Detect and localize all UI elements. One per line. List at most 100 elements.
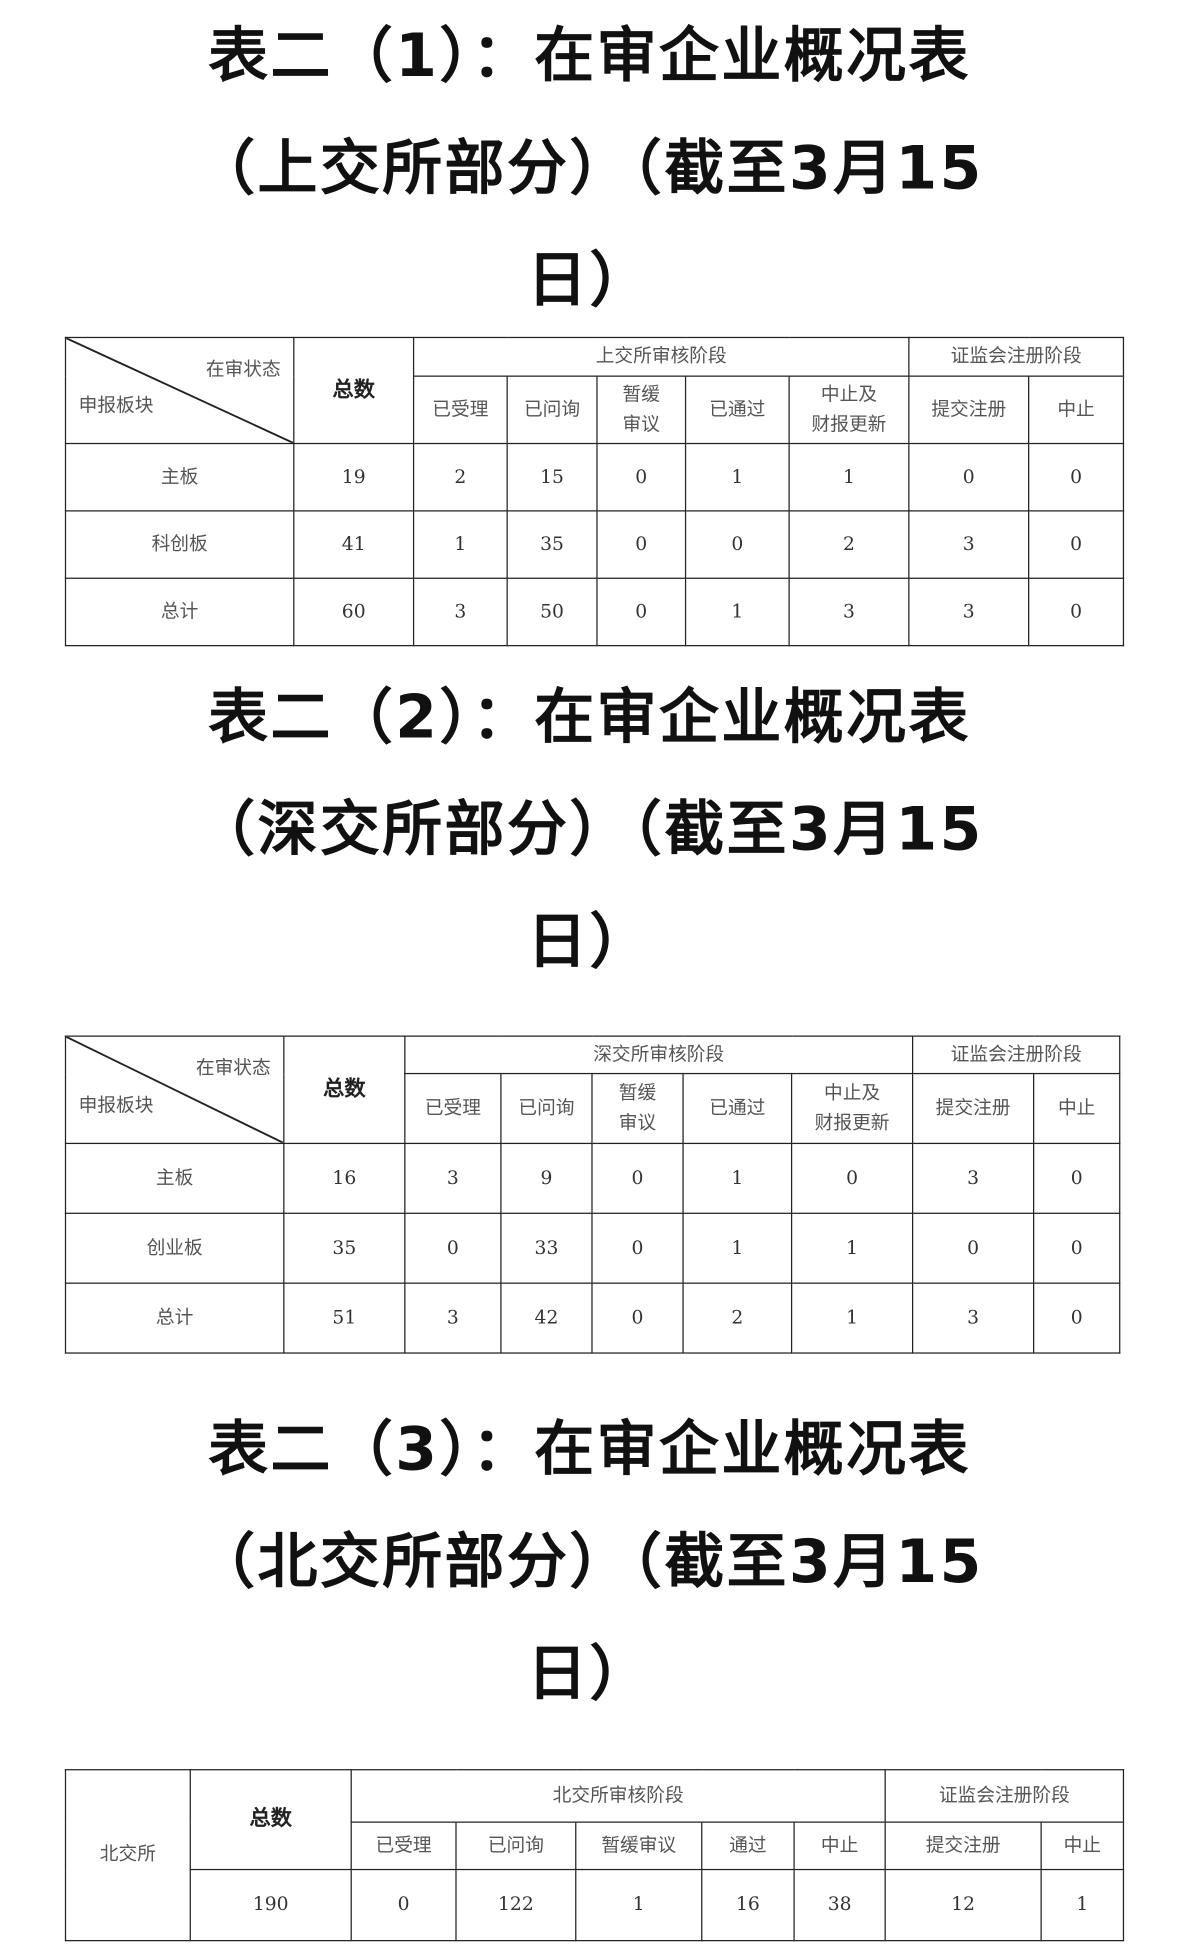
title-line: 日） xyxy=(527,1639,652,1710)
value-cell: 0 xyxy=(591,1282,684,1354)
value-cell: 0 xyxy=(908,442,1030,512)
subheader-cell: 暂缓 审议 xyxy=(591,1072,684,1145)
subheader-cell: 暂缓审议 xyxy=(575,1821,703,1871)
row-label: 主板 xyxy=(64,442,295,512)
value-cell: 33 xyxy=(500,1212,593,1284)
subheader-cell: 提交注册 xyxy=(908,375,1030,445)
row-label: 创业板 xyxy=(64,1212,285,1284)
corner-header-cell: 在审状态申报板块 xyxy=(64,1035,285,1145)
value-cell: 0 xyxy=(1033,1142,1121,1214)
value-cell: 0 xyxy=(684,510,790,579)
value-cell: 1 xyxy=(682,1142,793,1214)
value-cell: 0 xyxy=(1028,510,1125,579)
value-cell: 0 xyxy=(596,510,687,579)
title-szse: 表二（2）：在审企业概况表 （深交所部分）（截至3月15 日） xyxy=(0,661,1179,998)
value-cell: 1 xyxy=(1040,1868,1125,1942)
value-cell: 0 xyxy=(591,1212,684,1284)
subheader-row: 已受理已问询暂缓 审议已通过中止及 财报更新提交注册中止 xyxy=(65,1072,1121,1145)
subheader-cell: 已问询 xyxy=(455,1821,577,1871)
value-cell: 2 xyxy=(682,1282,793,1354)
corner-status-label: 在审状态 xyxy=(205,358,281,381)
group-header-csrc: 证监会注册阶段 xyxy=(911,1035,1121,1075)
corner-board-label: 申报板块 xyxy=(78,393,154,417)
subheader-cell: 中止 xyxy=(1033,1072,1121,1145)
value-cell: 3 xyxy=(788,577,910,647)
subheader-cell: 中止及 财报更新 xyxy=(790,1072,914,1145)
value-cell: 0 xyxy=(596,442,687,512)
value-cell: 12 xyxy=(884,1868,1042,1942)
subheader-cell: 已问询 xyxy=(500,1072,593,1145)
value-cell: 50 xyxy=(506,577,598,647)
value-cell: 3 xyxy=(404,1142,502,1214)
subheader-cell: 已受理 xyxy=(350,1821,457,1871)
subheader-cell: 已受理 xyxy=(412,375,508,445)
value-cell: 2 xyxy=(788,510,910,579)
value-cell: 38 xyxy=(793,1868,886,1942)
value-cell: 1 xyxy=(575,1868,703,1942)
subheader-cell: 已问询 xyxy=(506,375,598,445)
value-cell: 9 xyxy=(500,1142,593,1214)
subheader-cell: 已通过 xyxy=(684,375,790,445)
diagonal-line xyxy=(66,1037,283,1143)
value-cell: 122 xyxy=(455,1868,577,1942)
subheader-cell: 中止 xyxy=(793,1821,886,1871)
corner-status-label: 在审状态 xyxy=(195,1056,271,1080)
value-cell: 3 xyxy=(911,1142,1035,1214)
header-row: 在审状态申报板块总数深交所审核阶段证监会注册阶段 xyxy=(64,1035,1121,1145)
value-cell: 3 xyxy=(908,577,1030,647)
total-header: 总数 xyxy=(283,1035,406,1145)
group-header-exchange: 北交所审核阶段 xyxy=(350,1769,886,1823)
subheader-cell: 中止 xyxy=(1028,375,1125,445)
value-cell: 16 xyxy=(701,1868,795,1942)
value-cell: 3 xyxy=(412,577,508,647)
subheader-cell: 通过 xyxy=(701,1821,795,1871)
corner-header-cell: 在审状态申报板块 xyxy=(64,336,295,445)
value-cell: 42 xyxy=(500,1282,593,1354)
row-label: 主板 xyxy=(64,1142,285,1214)
value-cell: 1 xyxy=(684,577,790,647)
row-label: 总计 xyxy=(64,577,295,647)
total-header: 总数 xyxy=(189,1769,352,1871)
value-cell: 190 xyxy=(189,1868,352,1942)
group-header-exchange: 深交所审核阶段 xyxy=(404,1035,914,1075)
value-cell: 0 xyxy=(790,1142,914,1214)
value-cell: 2 xyxy=(412,442,508,512)
row-label: 科创板 xyxy=(64,510,295,579)
diagonal-line xyxy=(66,338,293,443)
title-line: 日） xyxy=(527,907,652,977)
group-header-exchange: 上交所审核阶段 xyxy=(412,336,910,377)
total-header: 总数 xyxy=(293,336,415,445)
value-cell: 0 xyxy=(1033,1282,1121,1354)
value-cell: 0 xyxy=(591,1142,684,1214)
value-cell: 41 xyxy=(293,510,415,579)
subheader-cell: 提交注册 xyxy=(884,1821,1042,1871)
title-line: （上交所部分）（截至3月15 xyxy=(195,133,984,204)
value-cell: 1 xyxy=(412,510,508,579)
subheader-row: 已受理已问询暂缓 审议已通过中止及 财报更新提交注册中止 xyxy=(65,375,1125,445)
title-line: 表二（2）：在审企业概况表 xyxy=(208,682,971,753)
value-cell: 1 xyxy=(788,442,910,512)
value-cell: 1 xyxy=(682,1212,793,1284)
szse-table: 在审状态申报板块总数深交所审核阶段证监会注册阶段已受理已问询暂缓 审议已通过中止… xyxy=(64,1035,1121,1354)
title-line: 日） xyxy=(527,245,652,316)
subheader-cell: 提交注册 xyxy=(911,1072,1035,1145)
value-cell: 60 xyxy=(293,577,415,647)
corner-board-label: 申报板块 xyxy=(78,1093,154,1117)
value-cell: 3 xyxy=(404,1282,502,1354)
sse-table: 在审状态申报板块总数上交所审核阶段证监会注册阶段已受理已问询暂缓 审议已通过中止… xyxy=(64,336,1125,647)
title-sse: 表二（1）：在审企业概况表 （上交所部分）（截至3月15 日） xyxy=(0,0,1179,337)
subheader-cell: 已通过 xyxy=(682,1072,793,1145)
row-label: 总计 xyxy=(64,1282,285,1354)
subheader-row: 已受理已问询暂缓审议通过中止提交注册中止 xyxy=(65,1821,1125,1871)
value-cell: 1 xyxy=(684,442,790,512)
value-cell: 0 xyxy=(911,1212,1035,1284)
subheader-cell: 暂缓 审议 xyxy=(596,375,687,445)
value-cell: 3 xyxy=(908,510,1030,579)
